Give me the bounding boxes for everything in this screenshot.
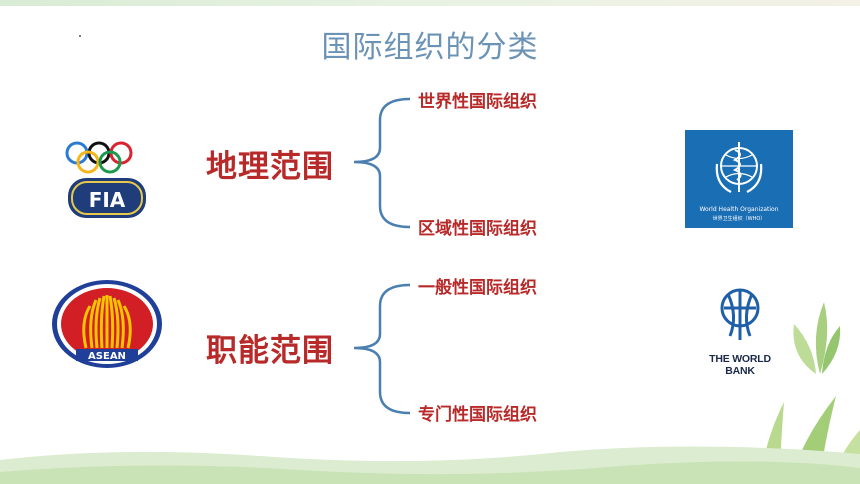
who-logo: World Health Organization 世界卫生组织（WHO） [685, 130, 793, 228]
sub-specialized: 专门性国际组织 [418, 405, 537, 425]
who-name: World Health Organization [699, 206, 779, 213]
world-bank-globe-icon [720, 288, 760, 340]
top-frame-strip [0, 0, 860, 6]
category-geographic: 地理范围 [206, 149, 334, 185]
fia-logo-text: FIA [89, 188, 126, 212]
decorative-dot [79, 35, 81, 37]
who-name-cn: 世界卫生组织（WHO） [712, 216, 766, 222]
who-emblem-icon [715, 142, 763, 193]
brace-functional [353, 283, 411, 415]
fia-logo: FIA [68, 178, 146, 218]
asean-logo-text: ASEAN [88, 351, 126, 362]
olympic-rings-logo [65, 141, 133, 174]
leaf-decoration [793, 302, 841, 374]
sub-global: 世界性国际组织 [418, 92, 537, 112]
sub-regional: 区域性国际组织 [418, 219, 537, 239]
asean-logo: ASEAN [52, 280, 162, 368]
brace-geographic [353, 97, 411, 229]
category-functional: 职能范围 [206, 333, 334, 369]
world-bank-text: THE WORLD BANK [709, 353, 771, 377]
bottom-grass-band [0, 446, 860, 484]
slide-title: 国际组织的分类 [321, 30, 539, 65]
sub-general: 一般性国际组织 [418, 278, 537, 298]
